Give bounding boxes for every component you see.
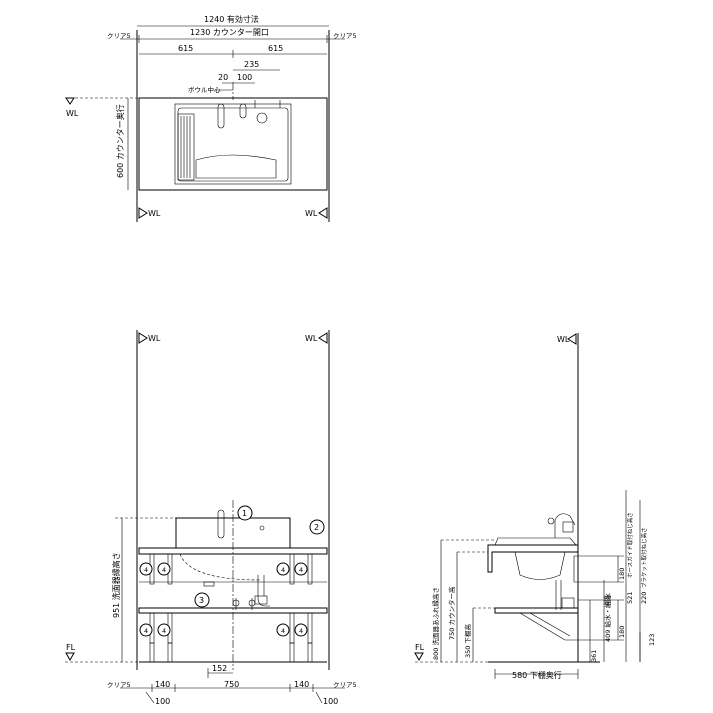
front-dim-100-left: 100 [155,697,170,706]
plan-counter-opening: 1230 カウンター開口 [190,28,269,37]
side-rim-height: 800 洗面器あふれ縁高さ [431,587,440,660]
front-wl-right: WL [305,334,318,343]
side-view: WL FL 800 洗面器あふれ縁高さ 750 カウンター高 350 下棚高 [414,333,656,680]
front-callout-4e: 4 [144,627,148,635]
side-hose-guide: ホースガイド取付ねじ高さ [626,512,634,578]
front-clear-left: クリア5 [107,681,131,689]
side-wl: WL [557,335,570,344]
plan-clear-right: クリア5 [333,32,357,40]
front-callout-4f: 4 [162,627,166,635]
front-view: WL WL [65,330,357,706]
plan-clear-left: クリア5 [107,32,131,40]
front-callout-4b: 4 [162,566,166,574]
front-callout-3: 3 [199,596,204,605]
front-wl-left: WL [148,334,161,343]
side-drain: 排水 [603,593,612,607]
side-lower-shelf-height: 350 下棚高 [463,624,472,658]
plan-wl-bottom-right: WL [305,209,318,218]
front-dim-750: 750 [224,680,239,689]
side-lower-depth: 580 下棚奥行 [512,670,562,680]
plan-half-right: 615 [268,44,283,53]
side-fl: FL [415,643,425,652]
front-callout-2: 2 [314,523,319,532]
plan-wl-bottom-left: WL [148,209,161,218]
plan-bowl-center: ボウル中心 [188,85,221,94]
side-counter-height: 750 カウンター高 [447,586,456,640]
plan-half-left: 615 [178,44,193,53]
front-dim-100-right: 100 [323,697,338,706]
plan-dim-100: 100 [237,73,252,82]
side-dim-180-low: 180 [618,626,626,638]
front-dim-152: 152 [212,664,227,673]
plan-effective-width: 1240 有効寸法 [204,14,259,24]
front-height-label: 951 洗面器縁高さ [111,552,121,618]
side-dim-123: 123 [648,634,656,646]
front-fl: FL [66,643,76,652]
front-dim-140-right: 140 [294,680,309,689]
front-callout-4g: 4 [281,627,285,635]
plan-depth: 600 カウンター奥行 [115,104,125,178]
front-callout-1: 1 [242,509,247,518]
plan-wl-left: WL [66,109,79,118]
front-callout-4c: 4 [281,566,285,574]
side-dim-361: 361 [590,650,598,662]
plan-dim-235: 235 [244,60,259,69]
side-dim-220: 220 [640,592,648,604]
front-dim-140-left: 140 [155,680,170,689]
side-dim-521: 521 [626,592,634,604]
front-callout-4h: 4 [299,627,303,635]
plan-view: 1240 有効寸法 1230 カウンター開口 クリア5 クリア5 615 615… [65,14,357,222]
front-callout-4a: 4 [144,566,148,574]
side-water-supply: 409 給水・給湯 [603,595,612,642]
plan-dim-20: 20 [218,73,228,82]
side-bracket: ブラケット取付ねじ高さ [640,527,648,588]
front-clear-right: クリア5 [333,681,357,689]
front-callout-4d: 4 [299,566,303,574]
side-dim-180-top: 180 [618,568,626,580]
